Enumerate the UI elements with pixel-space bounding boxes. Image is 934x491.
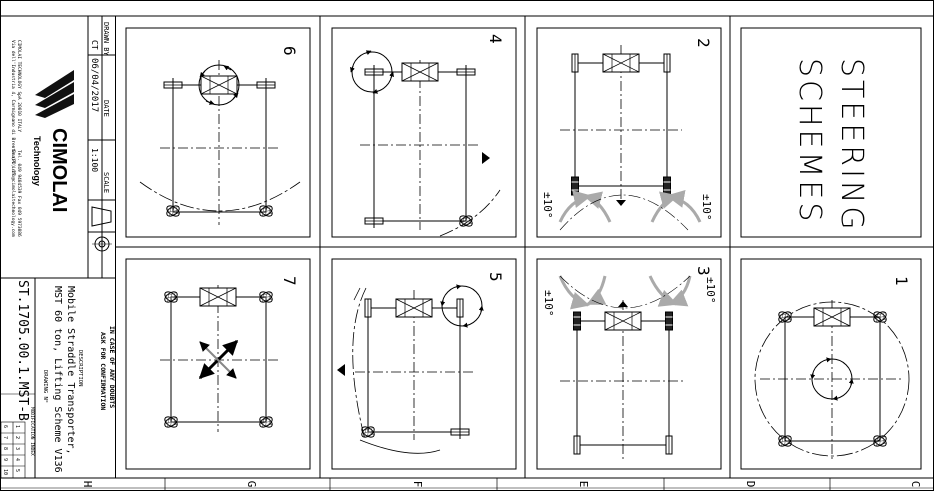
- date-value: 06/04/2017: [89, 58, 99, 112]
- mod-digit-2: 2: [14, 436, 20, 439]
- grid-letter-e: E: [577, 481, 590, 488]
- scheme-panel-4: 4: [350, 34, 505, 237]
- mod-digit-6: 6: [2, 425, 8, 428]
- logo-sub: Technology: [32, 136, 42, 186]
- scheme-panel-1: 1: [754, 276, 911, 460]
- grid-letter-d: D: [744, 481, 757, 488]
- mod-index-label: MODIFICATION INDEX: [29, 407, 35, 456]
- panel-6-label: 6: [280, 46, 299, 56]
- logo-name: CIMOLAI: [48, 128, 70, 212]
- description-line-2: MST 60 ton, Lifting Scheme V136: [52, 286, 63, 473]
- panel-3-angle-left: ±10°: [542, 290, 555, 317]
- mod-digit-9: 9: [2, 458, 8, 461]
- panel-5-label: 5: [486, 272, 505, 282]
- grid-letter-c: C: [909, 481, 922, 488]
- company-line-1: CIMOLAI TECHNOLOGY SpA 20010 ITALY: [16, 40, 22, 132]
- mod-digit-5: 5: [14, 469, 20, 472]
- heading-line-1: STEERING: [834, 58, 869, 233]
- drawing-no-label: DRAWING N°: [42, 370, 48, 403]
- drawn-by-value: CT: [90, 40, 99, 50]
- scheme-panel-6: 6: [139, 46, 301, 225]
- scheme-panel-2: 2 ±10° ±10°: [541, 38, 713, 231]
- projection-symbol-icon: [91, 206, 112, 254]
- title-block: DRAWN BY CT DATE 06/04/2017 SCALE 1:100 …: [0, 15, 116, 479]
- scheme-panel-5: 5: [337, 272, 505, 454]
- mod-index-grid: 1 2 3 4 5 6 7 8 9 10: [0, 421, 26, 479]
- scale-value: 1:100: [90, 148, 99, 172]
- description-line-1: Mobile Straddle Transporter,: [65, 286, 76, 455]
- drawing-no: ST.1705.00.1.MST-B: [15, 280, 30, 421]
- contact-line-1: Tel. 049 9404539 Fax 049 5973086: [16, 150, 22, 237]
- panel-3-angle-right: ±10°: [704, 277, 717, 304]
- scheme-panel-3: 3 ±10° ±10°: [542, 266, 717, 460]
- mod-digit-1: 1: [14, 425, 20, 428]
- drawn-by-label: DRAWN BY: [102, 22, 110, 57]
- company-logo: CIMOLAI Technology: [32, 70, 74, 212]
- doubt-line-2: ASK FOR CONFIRMATION: [99, 332, 107, 410]
- panel-2-label: 2: [694, 38, 713, 48]
- company-line-2: Via dell'Industria 4, Carmignano di Bren…: [10, 40, 16, 176]
- scale-label: SCALE: [102, 172, 110, 193]
- mod-digit-4: 4: [14, 458, 20, 461]
- scheme-panel-7: 7: [160, 276, 299, 432]
- date-label: DATE: [102, 100, 110, 117]
- doubt-line-1: IN CASE OF ANY DOUBTS: [108, 326, 116, 408]
- panel-1-label: 1: [892, 276, 911, 286]
- heading-line-2: SCHEMES: [792, 58, 827, 224]
- panel-4-label: 4: [486, 34, 505, 44]
- mod-digit-3: 3: [14, 447, 20, 450]
- grid-letter-g: G: [245, 481, 258, 488]
- mod-digit-7: 7: [2, 436, 8, 439]
- panel-3-label: 3: [694, 266, 713, 276]
- mod-digit-8: 8: [2, 447, 8, 450]
- grid-letters: H G F E D C: [81, 481, 922, 488]
- panel-2-angle-right: ±10°: [700, 194, 713, 221]
- panel-7-label: 7: [280, 276, 299, 286]
- grid-letter-h: H: [81, 481, 94, 488]
- steering-schemes-heading: STEERING SCHEMES: [792, 58, 869, 233]
- grid-letter-f: F: [411, 481, 424, 488]
- mod-digit-10: 10: [2, 469, 8, 475]
- panel-frames: [125, 27, 922, 470]
- description-label: DESCRIPTION: [77, 350, 83, 386]
- panel-2-angle-left: ±10°: [541, 192, 554, 219]
- contact-line-2: Email info@cimolaitechnology.com: [10, 150, 16, 237]
